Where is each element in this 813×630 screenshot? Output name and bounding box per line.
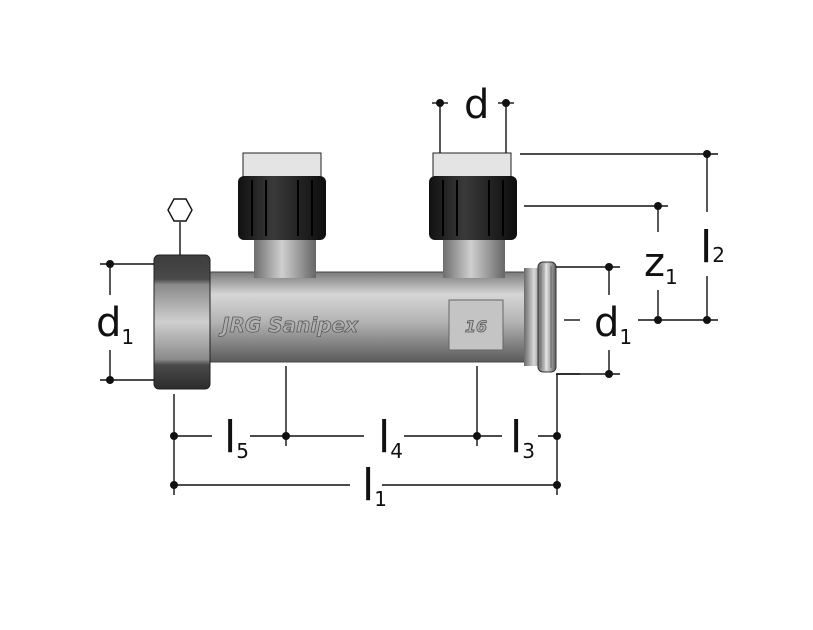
label-d: d: [464, 82, 489, 128]
dimension-labels: d d1 d1 z1 l2 l5 l4 l3 l1: [96, 82, 725, 511]
white-ring-right: [432, 152, 512, 178]
label-d1-right: d1: [594, 300, 632, 349]
hexagon-icon: [167, 198, 193, 222]
size-badge: [448, 299, 504, 351]
size-marking: 16: [465, 317, 487, 336]
label-l3: l3: [510, 412, 535, 463]
label-l2: l2: [700, 222, 725, 273]
branch-neck-right: [443, 238, 505, 278]
label-d1-left: d1: [96, 300, 134, 349]
press-connector-left: [238, 152, 326, 240]
press-connector-right: [429, 152, 517, 240]
label-l5: l5: [224, 412, 249, 463]
hex-union-nut: [153, 254, 211, 390]
black-nut-right: [429, 176, 517, 240]
male-thread-end: [524, 261, 557, 373]
white-ring-left: [242, 152, 322, 178]
manifold-body: JRG Sanipex 16: [153, 152, 557, 390]
label-l4: l4: [378, 412, 403, 463]
black-nut-left: [238, 176, 326, 240]
dimension-dots: [106, 99, 711, 489]
label-z1: z1: [644, 240, 678, 289]
label-l1: l1: [362, 460, 387, 511]
branch-neck-left: [254, 238, 316, 278]
brand-marking: JRG Sanipex: [218, 313, 359, 337]
